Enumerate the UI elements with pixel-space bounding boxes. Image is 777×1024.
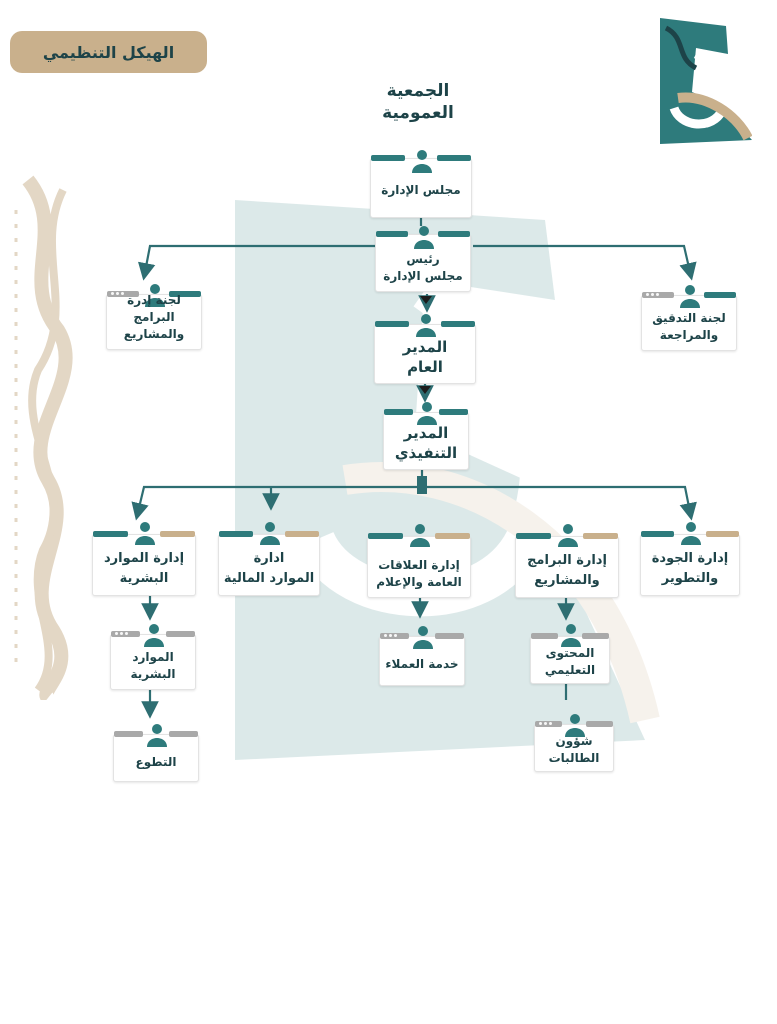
organization-logo: [660, 18, 752, 144]
person-icon: [135, 522, 155, 545]
person-icon: [145, 284, 165, 307]
node-customer-service: خدمة العملاء: [379, 626, 465, 686]
page-title: الهيكل التنظيمي: [10, 31, 207, 73]
person-icon: [680, 285, 700, 308]
person-icon: [417, 402, 437, 425]
person-icon: [144, 624, 164, 647]
person-icon: [413, 626, 433, 649]
person-icon: [561, 624, 581, 647]
person-icon: [565, 714, 585, 737]
person-icon: [410, 524, 430, 547]
person-icon: [147, 724, 167, 747]
person-icon: [412, 150, 432, 173]
node-volunteering: التطوع: [113, 724, 199, 782]
person-icon: [681, 522, 701, 545]
person-icon: [558, 524, 578, 547]
general-assembly-title: الجمعية العمومية: [382, 81, 454, 123]
node-board: مجلس الإدارة: [370, 150, 472, 218]
person-icon: [414, 226, 434, 249]
person-icon: [416, 314, 436, 337]
person-icon: [260, 522, 280, 545]
calligraphy-decoration: [14, 175, 73, 700]
